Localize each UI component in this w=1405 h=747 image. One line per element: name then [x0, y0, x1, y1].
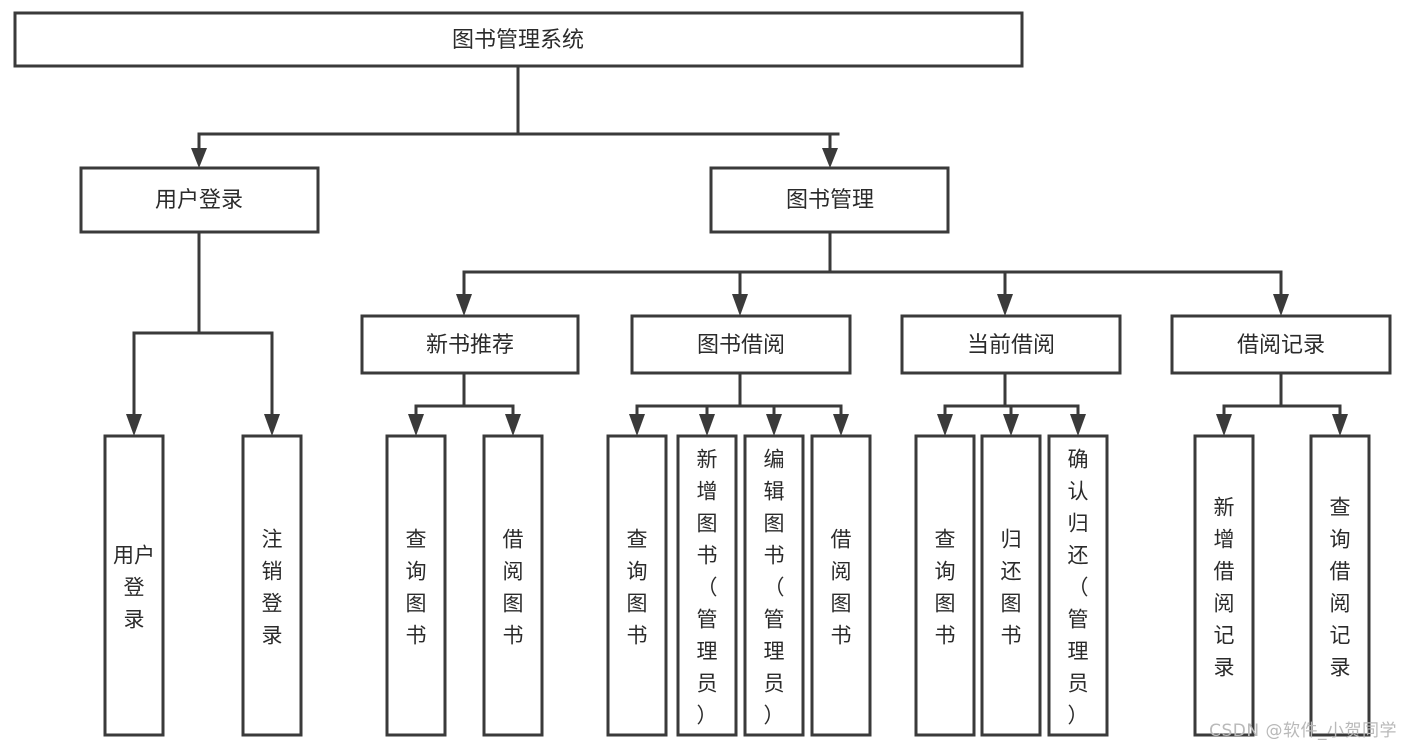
leaf-borrow-book-recommend-label: 借阅图书 — [503, 527, 524, 647]
csdn-watermark: CSDN @软件_小贺同学 — [1209, 721, 1397, 741]
leaf-node[interactable]: 用户登录 — [103, 434, 165, 737]
leaf-borrow-book-box[interactable] — [810, 434, 872, 737]
leaf-confirm-return-admin-box[interactable] — [1047, 434, 1109, 737]
leaf-edit-book-admin-label: 编辑图书（管理员） — [764, 447, 785, 727]
leaf-query-book-box[interactable] — [606, 434, 668, 737]
arrow-leaf-query-borrow-record — [1332, 414, 1348, 436]
leaf-node[interactable]: 查询借阅记录 — [1309, 434, 1371, 737]
leaf-edit-book-admin-box[interactable] — [743, 434, 805, 737]
node-new-book-recommend[interactable]: 新书推荐 — [360, 314, 580, 375]
leaf-user-logout-label: 注销登录 — [262, 527, 283, 647]
leaf-query-book-recommend-label: 查询图书 — [406, 527, 427, 647]
leaf-user-logout-box[interactable] — [241, 434, 303, 737]
arrow-book-manage — [822, 148, 838, 168]
node-current-borrow-label: 当前借阅 — [967, 333, 1055, 358]
leaf-node[interactable]: 注销登录 — [241, 434, 303, 737]
node-root-label: 图书管理系统 — [452, 28, 584, 53]
arrow-new-book-recommend — [456, 294, 472, 316]
arrow-leaf-add-book-admin — [699, 414, 715, 436]
leaf-node[interactable]: 新增图书（管理员） — [676, 434, 738, 737]
node-book-manage-box[interactable] — [709, 166, 950, 234]
leaf-query-book-current-label: 查询图书 — [935, 527, 956, 647]
arrow-leaf-edit-book-admin — [766, 414, 782, 436]
arrow-leaf-query-book-current — [937, 414, 953, 436]
leaf-query-book-current-box[interactable] — [914, 434, 976, 737]
arrow-user-login — [191, 148, 207, 168]
node-user-login[interactable]: 用户登录 — [79, 166, 320, 234]
leaf-query-borrow-record-label: 查询借阅记录 — [1330, 495, 1351, 679]
leaf-borrow-book-recommend-box[interactable] — [482, 434, 544, 737]
node-new-book-recommend-label: 新书推荐 — [426, 333, 514, 358]
leaf-add-borrow-record-box[interactable] — [1193, 434, 1255, 737]
arrow-leaf-user-logout — [264, 414, 280, 436]
node-root[interactable]: 图书管理系统 — [13, 11, 1024, 68]
leaf-node[interactable]: 查询图书 — [606, 434, 668, 737]
node-current-borrow[interactable]: 当前借阅 — [900, 314, 1122, 375]
arrow-leaf-borrow-book-recommend — [505, 414, 521, 436]
leaf-query-borrow-record-box[interactable] — [1309, 434, 1371, 737]
leaf-node[interactable]: 编辑图书（管理员） — [743, 434, 805, 737]
node-root-box[interactable] — [13, 11, 1024, 68]
arrow-leaf-user-login — [126, 414, 142, 436]
leaf-node[interactable]: 确认归还（管理员） — [1047, 434, 1109, 737]
leaf-borrow-book-label: 借阅图书 — [831, 527, 852, 647]
leaf-node[interactable]: 新增借阅记录 — [1193, 434, 1255, 737]
leaf-node[interactable]: 查询图书 — [914, 434, 976, 737]
arrow-leaf-query-book — [629, 414, 645, 436]
node-borrow-record[interactable]: 借阅记录 — [1170, 314, 1392, 375]
leaf-add-borrow-record-label: 新增借阅记录 — [1214, 495, 1235, 679]
arrow-leaf-add-borrow-record — [1216, 414, 1232, 436]
leaf-user-login-label: 用户登录 — [113, 543, 155, 631]
node-book-borrow-label: 图书借阅 — [697, 333, 785, 358]
leaf-query-book-label: 查询图书 — [627, 527, 648, 647]
leaf-node[interactable]: 归还图书 — [980, 434, 1042, 737]
node-current-borrow-box[interactable] — [900, 314, 1122, 375]
node-book-manage-label: 图书管理 — [786, 188, 874, 213]
leaf-node[interactable]: 借阅图书 — [810, 434, 872, 737]
leaf-return-book-box[interactable] — [980, 434, 1042, 737]
arrow-leaf-query-book-recommend — [408, 414, 424, 436]
leaf-confirm-return-admin-label: 确认归还（管理员） — [1068, 447, 1089, 727]
leaf-node[interactable]: 查询图书 — [385, 434, 447, 737]
arrow-leaf-return-book — [1003, 414, 1019, 436]
arrow-current-borrow — [997, 294, 1013, 316]
leaf-user-login-box[interactable] — [103, 434, 165, 737]
arrow-book-borrow — [732, 294, 748, 316]
connector-group — [126, 64, 1348, 436]
arrow-borrow-record — [1273, 294, 1289, 316]
node-new-book-recommend-box[interactable] — [360, 314, 580, 375]
node-user-login-label: 用户登录 — [155, 188, 243, 213]
node-book-borrow[interactable]: 图书借阅 — [630, 314, 852, 375]
node-borrow-record-box[interactable] — [1170, 314, 1392, 375]
node-user-login-box[interactable] — [79, 166, 320, 234]
leaf-query-book-recommend-box[interactable] — [385, 434, 447, 737]
leaf-add-book-admin-box[interactable] — [676, 434, 738, 737]
node-book-borrow-box[interactable] — [630, 314, 852, 375]
node-borrow-record-label: 借阅记录 — [1237, 333, 1325, 358]
leaf-return-book-label: 归还图书 — [1001, 527, 1022, 647]
leaf-node[interactable]: 借阅图书 — [482, 434, 544, 737]
leaf-add-book-admin-label: 新增图书（管理员） — [697, 447, 718, 727]
node-book-manage[interactable]: 图书管理 — [709, 166, 950, 234]
arrow-leaf-confirm-return-admin — [1070, 414, 1086, 436]
arrow-leaf-borrow-book — [833, 414, 849, 436]
